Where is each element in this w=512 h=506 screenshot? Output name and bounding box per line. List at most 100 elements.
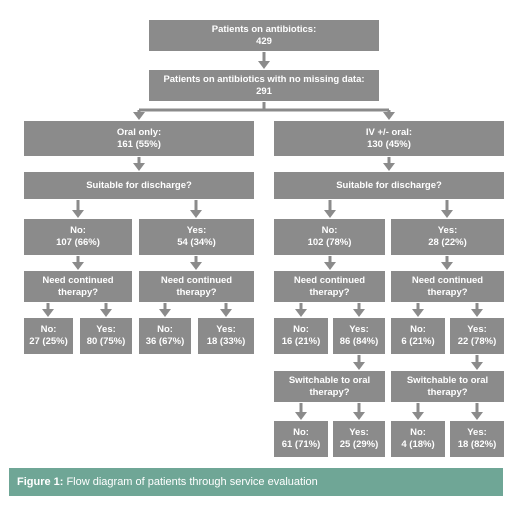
node-no-missing-data: Patients on antibiotics with no missing … bbox=[149, 70, 379, 101]
node-outcome-3-label: No: bbox=[157, 324, 173, 335]
node-final-2: Yes: 25 (29%) bbox=[333, 421, 385, 457]
node-need-continued-therapy-2-line1: Need continued bbox=[160, 274, 233, 286]
node-suitable-for-discharge-oral: Suitable for discharge? bbox=[24, 172, 254, 199]
arrow-head-13 bbox=[100, 309, 112, 317]
node-final-1: No: 61 (71%) bbox=[274, 421, 328, 457]
node-outcome-7-label: No: bbox=[410, 324, 426, 335]
node-iv-discharge-no-count: 102 (78%) bbox=[307, 237, 352, 248]
node-oral-discharge-yes-label: Yes: bbox=[186, 225, 207, 236]
node-final-1-count: 61 (71%) bbox=[281, 439, 321, 450]
node-outcome-5: No: 16 (21%) bbox=[274, 318, 328, 354]
node-suitable-for-discharge-oral-label: Suitable for discharge? bbox=[86, 179, 192, 191]
node-oral-only-label: Oral only: bbox=[116, 126, 162, 138]
node-outcome-3: No: 36 (67%) bbox=[139, 318, 191, 354]
node-outcome-4: Yes: 18 (33%) bbox=[198, 318, 254, 354]
node-outcome-8-label: Yes: bbox=[467, 324, 487, 335]
branch-split-arrow-head-2 bbox=[383, 112, 395, 120]
node-outcome-5-count: 16 (21%) bbox=[281, 336, 321, 347]
node-suitable-for-discharge-iv: Suitable for discharge? bbox=[274, 172, 504, 199]
node-outcome-4-count: 18 (33%) bbox=[206, 336, 246, 347]
node-iv-discharge-no-label: No: bbox=[321, 225, 338, 236]
node-oral-discharge-no-label: No: bbox=[70, 225, 86, 236]
node-final-3-count: 4 (18%) bbox=[401, 439, 435, 450]
node-switchable-to-oral-2: Switchable to oral therapy? bbox=[391, 371, 504, 402]
node-total-label: Patients on antibiotics: bbox=[211, 23, 317, 35]
node-need-continued-therapy-1-line2: therapy? bbox=[57, 286, 99, 298]
arrow-head-12 bbox=[42, 309, 54, 317]
arrow-head-15 bbox=[220, 309, 232, 317]
arrow-head-10 bbox=[324, 262, 336, 270]
node-oral-discharge-no-count: 107 (66%) bbox=[56, 237, 100, 248]
node-oral-discharge-no: No: 107 (66%) bbox=[24, 219, 132, 255]
node-oral-only: Oral only: 161 (55%) bbox=[24, 121, 254, 156]
arrow-head-11 bbox=[441, 262, 453, 270]
node-outcome-1: No: 27 (25%) bbox=[24, 318, 73, 354]
node-outcome-8-count: 22 (78%) bbox=[457, 336, 497, 347]
arrow-head-20 bbox=[353, 362, 365, 370]
node-iv-discharge-yes-label: Yes: bbox=[437, 225, 458, 236]
node-total-count: 429 bbox=[256, 35, 272, 47]
node-iv-discharge-no: No: 102 (78%) bbox=[274, 219, 385, 255]
node-need-continued-therapy-4-line1: Need continued bbox=[411, 274, 484, 286]
node-need-continued-therapy-3: Need continued therapy? bbox=[274, 271, 385, 302]
node-outcome-2: Yes: 80 (75%) bbox=[80, 318, 132, 354]
node-iv-discharge-yes: Yes: 28 (22%) bbox=[391, 219, 504, 255]
node-outcome-3-count: 36 (67%) bbox=[145, 336, 185, 347]
arrow-head-17 bbox=[353, 309, 365, 317]
node-outcome-6-label: Yes: bbox=[349, 324, 369, 335]
node-oral-only-count: 161 (55%) bbox=[117, 138, 161, 150]
arrow-head-7 bbox=[441, 210, 453, 218]
node-no-missing-data-label: Patients on antibiotics with no missing … bbox=[163, 73, 365, 85]
node-final-3: No: 4 (18%) bbox=[391, 421, 445, 457]
node-outcome-2-label: Yes: bbox=[96, 324, 116, 335]
arrow-head-3 bbox=[383, 163, 395, 171]
arrow-head-23 bbox=[353, 412, 365, 420]
arrow-head-24 bbox=[412, 412, 424, 420]
arrow-head-5 bbox=[190, 210, 202, 218]
figure-caption-label: Figure 1: bbox=[17, 476, 64, 488]
arrow-head-25 bbox=[471, 412, 483, 420]
node-outcome-6-count: 86 (84%) bbox=[339, 336, 379, 347]
node-outcome-6: Yes: 86 (84%) bbox=[333, 318, 385, 354]
node-outcome-2-count: 80 (75%) bbox=[86, 336, 126, 347]
node-suitable-for-discharge-iv-label: Suitable for discharge? bbox=[336, 179, 442, 191]
node-outcome-5-label: No: bbox=[293, 324, 309, 335]
arrow-head-2 bbox=[133, 163, 145, 171]
node-switchable-to-oral-2-line1: Switchable to oral bbox=[406, 374, 489, 386]
node-outcome-7-count: 6 (21%) bbox=[401, 336, 435, 347]
node-switchable-to-oral-1-line1: Switchable to oral bbox=[288, 374, 371, 386]
node-outcome-4-label: Yes: bbox=[216, 324, 236, 335]
arrow-head-4 bbox=[72, 210, 84, 218]
arrow-head-6 bbox=[324, 210, 336, 218]
node-iv-discharge-yes-count: 28 (22%) bbox=[428, 237, 467, 248]
node-need-continued-therapy-3-line2: therapy? bbox=[309, 286, 350, 298]
arrow-head-9 bbox=[190, 262, 202, 270]
arrow-head-1 bbox=[258, 61, 270, 69]
arrow-head-18 bbox=[412, 309, 424, 317]
arrow-head-22 bbox=[295, 412, 307, 420]
arrow-head-14 bbox=[159, 309, 171, 317]
node-need-continued-therapy-1-line1: Need continued bbox=[42, 274, 114, 286]
arrow-head-19 bbox=[471, 309, 483, 317]
node-total: Patients on antibiotics: 429 bbox=[149, 20, 379, 51]
node-final-4-label: Yes: bbox=[467, 427, 487, 438]
node-outcome-1-label: No: bbox=[40, 324, 57, 335]
node-need-continued-therapy-1: Need continued therapy? bbox=[24, 271, 132, 302]
figure-caption: Figure 1: Flow diagram of patients throu… bbox=[9, 468, 503, 496]
arrow-head-8 bbox=[72, 262, 84, 270]
node-switchable-to-oral-1: Switchable to oral therapy? bbox=[274, 371, 385, 402]
node-final-2-label: Yes: bbox=[349, 427, 369, 438]
node-no-missing-data-count: 291 bbox=[256, 85, 272, 97]
node-need-continued-therapy-4: Need continued therapy? bbox=[391, 271, 504, 302]
node-final-4-count: 18 (82%) bbox=[457, 439, 497, 450]
arrow-head-21 bbox=[471, 362, 483, 370]
node-final-3-label: No: bbox=[410, 427, 426, 438]
node-iv-oral: IV +/- oral: 130 (45%) bbox=[274, 121, 504, 156]
node-switchable-to-oral-2-line2: therapy? bbox=[427, 386, 468, 398]
arrow-head-16 bbox=[295, 309, 307, 317]
node-need-continued-therapy-3-line1: Need continued bbox=[293, 274, 366, 286]
node-outcome-1-count: 27 (25%) bbox=[29, 336, 68, 347]
node-switchable-to-oral-1-line2: therapy? bbox=[309, 386, 350, 398]
